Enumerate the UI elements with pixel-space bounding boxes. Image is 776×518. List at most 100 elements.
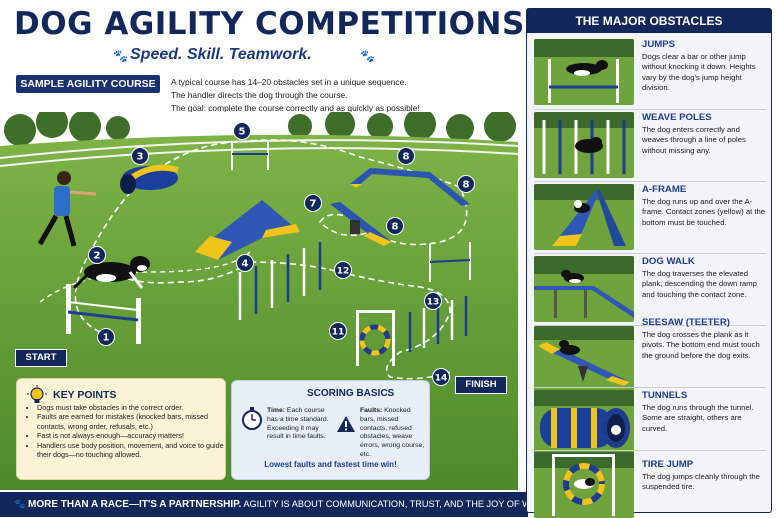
course-marker: 13 xyxy=(424,292,442,314)
course-marker: 14 xyxy=(432,368,450,390)
svg-text:5: 5 xyxy=(239,127,246,138)
svg-text:12: 12 xyxy=(337,267,350,277)
jumps-image xyxy=(534,39,634,105)
intro-line: The goal: complete the course correctly … xyxy=(171,103,420,113)
faults-description: Faults: Knocked bars, missed contacts, r… xyxy=(360,407,425,458)
course-marker: 1 xyxy=(97,328,115,350)
jump xyxy=(231,142,269,170)
divider xyxy=(534,109,766,110)
obstacle-description: The dog traverses the elevated plank, de… xyxy=(642,269,757,299)
weave-poles-image xyxy=(534,112,634,178)
major-obstacles-sidebar: THE MAJOR OBSTACLES JUMPS Dogs clear a b… xyxy=(526,8,772,518)
intro-line: The handler directs the dog through the … xyxy=(171,90,348,100)
course-marker: 11 xyxy=(329,322,347,344)
svg-text:14: 14 xyxy=(435,374,448,384)
svg-text:2: 2 xyxy=(94,251,101,262)
course-marker: 12 xyxy=(334,261,352,283)
obstacle-name: WEAVE POLES xyxy=(642,112,712,123)
scoring-footer: Lowest faults and fastest time win! xyxy=(264,460,397,469)
divider xyxy=(534,450,766,451)
divider xyxy=(534,181,766,182)
obstacle-name: A-FRAME xyxy=(642,184,687,195)
intro-line: A typical course has 14–20 obstacles set… xyxy=(171,77,407,87)
obstacle-description: The dog crosses the plank as it pivots. … xyxy=(642,330,760,360)
dog xyxy=(72,256,150,290)
scoring-basics-panel: SCORING BASICS Time: Each course has a t… xyxy=(231,380,430,480)
obstacle-name: DOG WALK xyxy=(642,256,695,267)
svg-text:1: 1 xyxy=(103,333,110,344)
tunnels-image xyxy=(534,390,634,456)
list-item: Handlers use body position, movement, an… xyxy=(37,441,227,460)
weave-poles xyxy=(408,296,468,352)
paw-icon: 🐾 xyxy=(113,49,128,63)
course-marker: 2 xyxy=(88,246,106,268)
divider xyxy=(534,253,766,254)
svg-text:13: 13 xyxy=(427,298,440,308)
course-marker: 4 xyxy=(236,254,254,276)
footer-banner: 🐾 MORE THAN A RACE—IT'S A PARTNERSHIP. A… xyxy=(0,492,623,517)
obstacle-weave-poles: WEAVE POLES The dog enters correctly and… xyxy=(534,112,766,178)
course-marker: 7 xyxy=(304,194,322,216)
svg-text:7: 7 xyxy=(310,199,317,210)
obstacle-description: The dog enters correctly and weaves thro… xyxy=(642,125,746,155)
tire-jump-image xyxy=(534,452,634,518)
weave-poles xyxy=(238,242,322,320)
tunnel xyxy=(120,164,179,194)
key-points-title: KEY POINTS xyxy=(53,389,117,401)
warning-icon xyxy=(337,416,355,432)
obstacle-description: The dog runs up and over the A-frame. Co… xyxy=(642,197,766,227)
divider xyxy=(534,325,766,326)
obstacle-name: TUNNELS xyxy=(642,390,688,401)
list-item: Fast is not always enough—accuracy matte… xyxy=(37,431,227,440)
key-points-list: Dogs must take obstacles in the correct … xyxy=(23,403,227,459)
finish-label: FINISH xyxy=(455,376,507,394)
obstacle-name: JUMPS xyxy=(642,39,676,50)
course-marker: 8 xyxy=(397,147,415,169)
page-title: DOG AGILITY COMPETITIONS xyxy=(14,6,525,42)
course-marker: 8 xyxy=(386,217,404,239)
a-frame xyxy=(195,200,300,260)
tire-jump xyxy=(356,310,395,366)
obstacle-name: SEESAW (TEETER) xyxy=(642,317,730,328)
obstacle-description: The dog jumps cleanly through the suspen… xyxy=(642,472,760,492)
obstacle-tire-jump: TIRE JUMP The dog jumps cleanly through … xyxy=(534,441,766,518)
fence xyxy=(0,139,518,167)
obstacle-dog-walk: DOG WALK The dog traverses the elevated … xyxy=(534,256,766,322)
seesaw xyxy=(330,202,392,246)
obstacle-tunnels: TUNNELS The dog runs through the tunnel.… xyxy=(534,390,766,456)
paw-icon: 🐾 xyxy=(14,499,26,509)
scoring-title: SCORING BASICS xyxy=(307,388,395,399)
svg-text:8: 8 xyxy=(463,180,470,191)
seesaw-image xyxy=(534,326,634,392)
obstacle-description: The dog runs through the tunnel. Some ar… xyxy=(642,403,754,433)
section-badge-sample-course: SAMPLE AGILITY COURSE xyxy=(16,75,160,93)
obstacle-seesaw: SEESAW (TEETER) The dog crosses the plan… xyxy=(534,317,766,392)
course-marker: 3 xyxy=(131,147,149,169)
dog-walk-image xyxy=(534,256,634,322)
jump-1 xyxy=(66,284,141,344)
divider xyxy=(534,387,766,388)
svg-text:11: 11 xyxy=(332,328,345,338)
footer-strong: MORE THAN A RACE—IT'S A PARTNERSHIP. xyxy=(28,499,242,510)
stopwatch-icon xyxy=(242,407,262,430)
jump xyxy=(429,242,471,282)
list-item: Dogs must take obstacles in the correct … xyxy=(37,403,227,412)
course-marker: 5 xyxy=(233,122,251,144)
sidebar-title: THE MAJOR OBSTACLES xyxy=(527,9,771,33)
obstacle-description: Dogs clear a bar or other jump without k… xyxy=(642,52,756,93)
start-label: START xyxy=(15,349,67,367)
obstacle-jumps: JUMPS Dogs clear a bar or other jump wit… xyxy=(534,39,766,105)
time-description: Time: Each course has a time standard. E… xyxy=(267,407,329,441)
footer-text: AGILITY IS ABOUT COMMUNICATION, TRUST, A… xyxy=(243,499,623,509)
page-subtitle: Speed. Skill. Teamwork. xyxy=(130,46,312,63)
list-item: Faults are earned for mistakes (knocked … xyxy=(37,412,227,431)
svg-text:8: 8 xyxy=(392,222,399,233)
a-frame-image xyxy=(534,184,634,250)
svg-text:4: 4 xyxy=(242,259,249,270)
course-marker: 8 xyxy=(457,175,475,197)
svg-text:3: 3 xyxy=(137,152,144,163)
key-points-panel: KEY POINTS Dogs must take obstacles in t… xyxy=(16,378,226,480)
svg-text:8: 8 xyxy=(403,152,410,163)
obstacle-name: TIRE JUMP xyxy=(642,459,694,470)
paw-icon: 🐾 xyxy=(360,49,375,63)
